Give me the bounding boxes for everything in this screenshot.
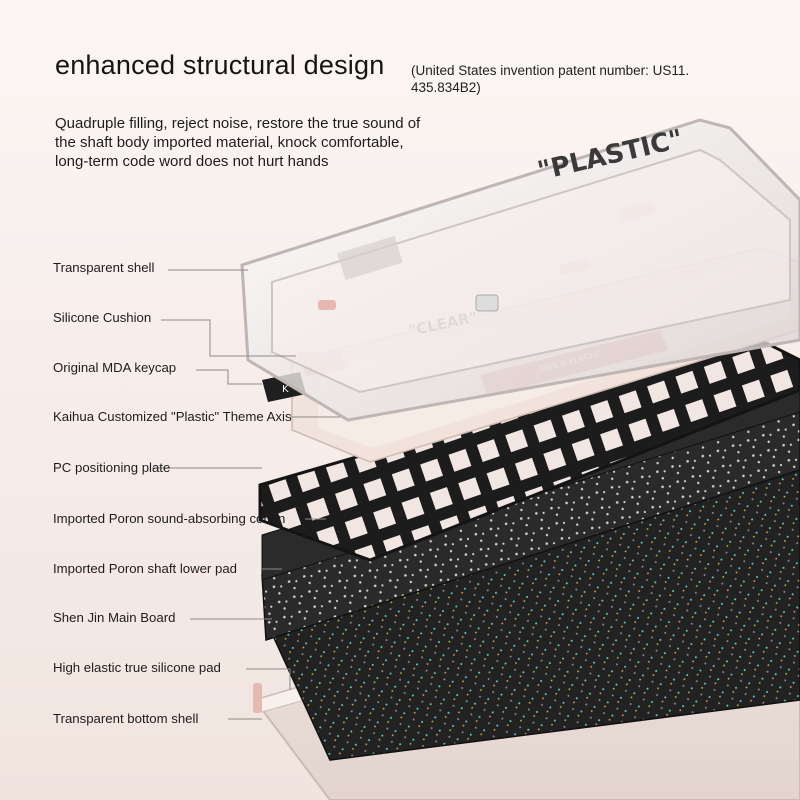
description-line: Quadruple filling, reject noise, restore… — [55, 115, 421, 132]
label-mda-keycap: Original MDA keycap — [53, 360, 177, 375]
label-silicone-cushion: Silicone Cushion — [53, 310, 152, 325]
description-line: long-term code word does not hurt hands — [55, 153, 329, 170]
label-theme-axis: Kaihua Customized "Plastic" Theme Axis — [53, 409, 292, 424]
label-main-board: Shen Jin Main Board — [53, 610, 176, 625]
label-bottom-shell: Transparent bottom shell — [53, 711, 199, 726]
label-silicone-pad: High elastic true silicone pad — [53, 660, 221, 675]
label-positioning-plate: PC positioning plate — [53, 460, 171, 475]
label-transparent-shell: Transparent shell — [53, 260, 155, 275]
page-title: enhanced structural design — [55, 50, 385, 80]
leader-lines — [152, 269, 340, 720]
label-shaft-lower-pad: Imported Poron shaft lower pad — [53, 561, 237, 576]
svg-text:K: K — [282, 384, 289, 395]
label-sound-absorbing-cotton: Imported Poron sound-absorbing cotton — [53, 511, 286, 526]
patent-note: (United States invention patent number: … — [411, 63, 690, 95]
description: Quadruple filling, reject noise, restore… — [55, 114, 495, 171]
transparent-shell: "PLASTIC" — [240, 118, 800, 422]
description-line: the shaft body imported material, knock … — [55, 134, 404, 151]
